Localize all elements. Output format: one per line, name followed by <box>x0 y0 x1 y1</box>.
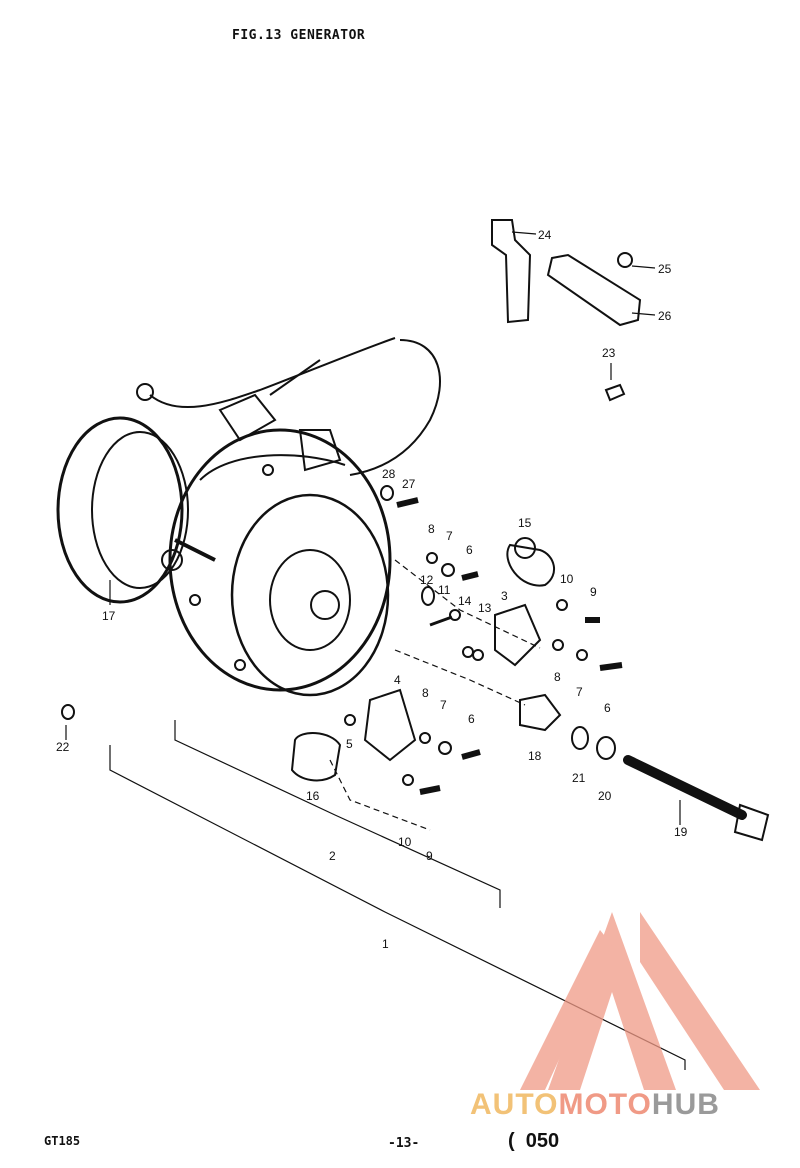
bracket-24 <box>491 219 532 324</box>
callout-3: 3 <box>501 589 508 603</box>
callout-12: 12 <box>420 573 434 587</box>
callout-9: 9 <box>590 585 597 599</box>
part-4 <box>363 688 417 762</box>
footer-model: GT185 <box>44 1134 81 1148</box>
callout-20: 20 <box>598 789 612 803</box>
watermark-part-auto: AUTO <box>470 1088 559 1121</box>
part-3 <box>494 603 542 667</box>
callout-7: 7 <box>440 698 447 712</box>
pin-23 <box>604 383 626 402</box>
washer-21 <box>571 726 589 750</box>
callout-7: 7 <box>446 529 453 543</box>
housing-bolt-hole <box>262 464 274 476</box>
triangle-logo-icon <box>520 912 760 1090</box>
callout-10: 10 <box>560 572 574 586</box>
washer-22 <box>61 704 75 720</box>
condenser-16 <box>290 732 342 782</box>
callout-26: 26 <box>658 309 672 323</box>
callout-27: 27 <box>402 477 416 491</box>
wire-connector <box>218 393 277 442</box>
callout-21: 21 <box>572 771 586 785</box>
callout-23: 23 <box>602 346 616 360</box>
callout-5: 5 <box>346 737 353 751</box>
cam-18 <box>519 693 562 732</box>
callout-17: 17 <box>102 609 116 623</box>
stator-housing <box>168 428 392 692</box>
callout-6: 6 <box>466 543 473 557</box>
callout-16: 16 <box>306 789 320 803</box>
callout-24: 24 <box>538 228 552 242</box>
footer-code-prefix: ( <box>508 1130 515 1152</box>
wire-ring-terminal <box>136 383 154 401</box>
callout-11: 11 <box>438 583 451 597</box>
callout-1: 1 <box>382 937 389 951</box>
watermark-text: AUTOMOTOHUB <box>470 1088 720 1122</box>
callout-9: 9 <box>426 849 433 863</box>
rotor-hub <box>161 549 183 571</box>
callout-10: 10 <box>398 835 412 849</box>
callout-19: 19 <box>674 825 688 839</box>
washer-20 <box>596 736 616 760</box>
callout-14: 14 <box>458 594 472 608</box>
footer-code: ( 050 <box>508 1130 559 1153</box>
screw-25 <box>617 252 633 268</box>
housing-bolt-hole <box>234 659 246 671</box>
callout-18: 18 <box>528 749 542 763</box>
callout-22: 22 <box>56 740 70 754</box>
bolt-19 <box>623 755 747 820</box>
callout-28: 28 <box>382 467 396 481</box>
callout-6: 6 <box>468 712 475 726</box>
wire-harness <box>149 337 396 409</box>
footer-page-number: -13- <box>388 1136 420 1151</box>
rotor <box>56 416 184 604</box>
callout-2: 2 <box>329 849 336 863</box>
callout-4: 4 <box>394 673 401 687</box>
callout-7: 7 <box>576 685 583 699</box>
callout-8: 8 <box>554 670 561 684</box>
callout-13: 13 <box>478 601 492 615</box>
figure-title: FIG.13 GENERATOR <box>232 28 366 43</box>
callout-15: 15 <box>518 516 532 530</box>
callout-6: 6 <box>604 701 611 715</box>
footer-code-number: 050 <box>525 1130 560 1152</box>
watermark-part-hub: HUB <box>651 1088 720 1121</box>
watermark-part-moto: MOTO <box>558 1088 652 1121</box>
wire-loop <box>349 339 441 476</box>
housing-bolt-hole <box>189 594 201 606</box>
callout-25: 25 <box>658 262 672 276</box>
bracket-26 <box>546 253 642 327</box>
callout-8: 8 <box>428 522 435 536</box>
callout-8: 8 <box>422 686 429 700</box>
bolt-19-head <box>733 803 770 842</box>
part-15 <box>506 543 555 587</box>
